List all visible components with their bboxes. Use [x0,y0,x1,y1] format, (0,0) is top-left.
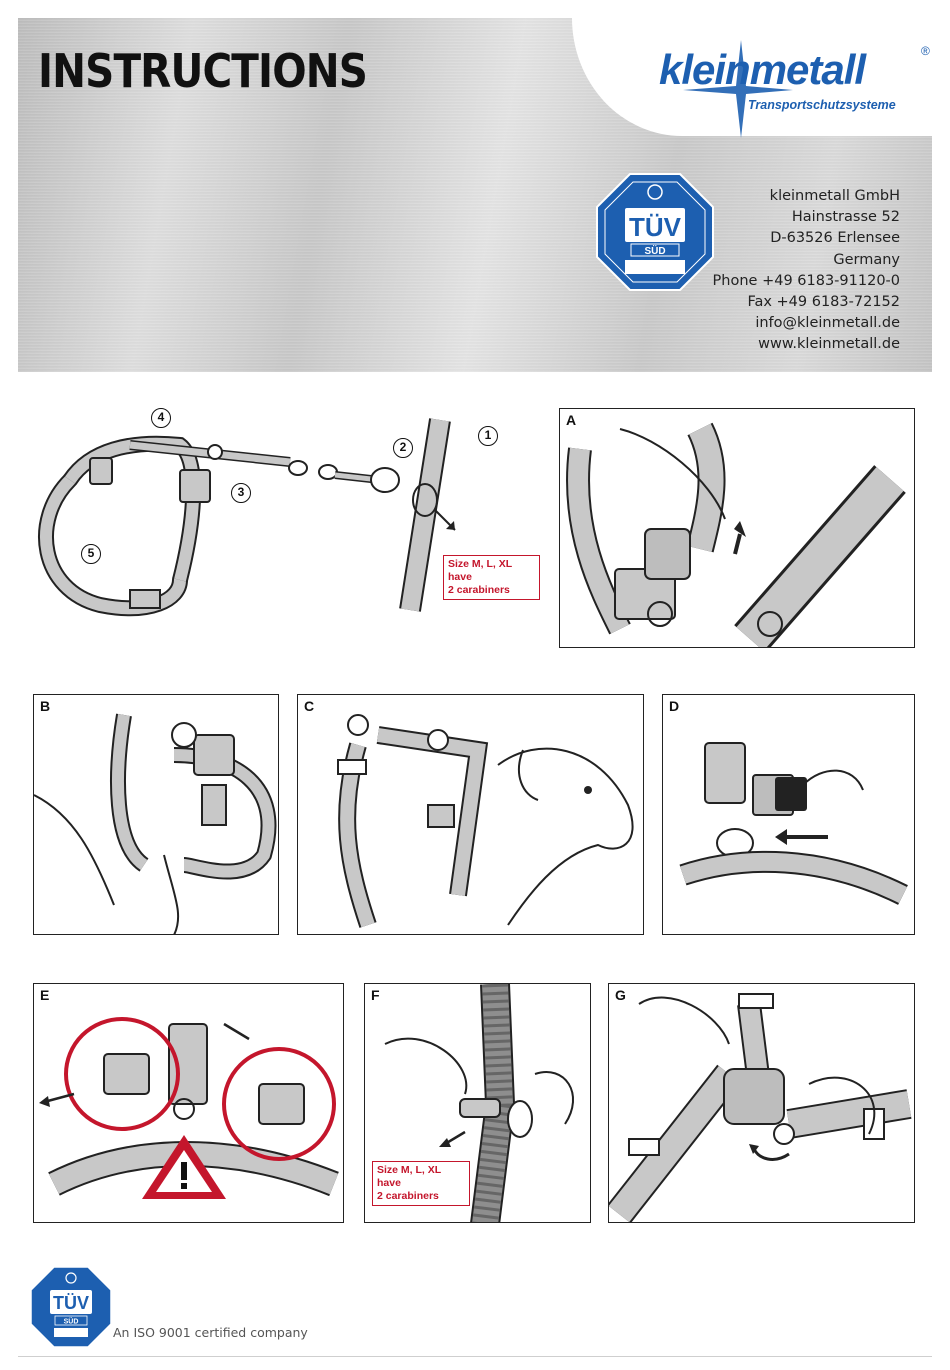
note-line: 2 carabiners [448,584,510,596]
fax-number: Fax +49 6183-72152 [747,294,900,311]
panel-a-illustration [566,422,906,647]
step-panel-e: E [33,983,344,1223]
step-panel-a: A [559,408,915,648]
company-address: kleinmetall GmbH Hainstrasse 52 D-63526 … [713,186,900,356]
step-number-1: 1 [478,426,498,446]
carabiner-size-note: Size M, L, XL have 2 carabiners [443,555,540,600]
panel-label: E [40,987,50,1003]
panel-label: C [304,698,315,714]
step-panel-f: Size M, L, XL have 2 carabiners F [364,983,591,1223]
panel-d-illustration [679,742,908,905]
svg-text:TÜV: TÜV [629,212,682,242]
warning-triangle-icon [142,1135,226,1199]
step-number-3: 3 [231,483,251,503]
iso-certification-text: An ISO 9001 certified company [113,1325,308,1340]
header-band: INSTRUCTIONS kleinmetall ® Transportschu… [18,18,932,372]
panel-g-illustration [609,993,912,1222]
brand-tagline: Transportschutzsysteme [748,98,896,112]
address-line: Hainstrasse 52 [791,209,900,226]
svg-text:TÜV: TÜV [53,1293,89,1313]
bottom-divider [18,1356,932,1357]
brand-registered-mark: ® [921,44,930,58]
panel-label: B [40,698,51,714]
step-panel-g: G [608,983,915,1223]
note-line: Size M, L, XL have [448,558,512,583]
brand-star-icon [683,40,793,138]
phone-number: Phone +49 6183-91120-0 [712,272,900,289]
tuv-sued-seal-icon: TÜV SÜD [596,173,714,291]
step-number-4: 4 [151,408,171,428]
tuv-iso-seal-icon: TÜV SÜD [30,1266,112,1348]
carabiner-size-note-f: Size M, L, XL have 2 carabiners [372,1161,470,1206]
address-line: D-63526 Erlensee [770,230,900,247]
harness-overview-illustration [38,418,456,617]
step-number-5: 5 [81,544,101,564]
note-line: Size M, L, XL have [377,1164,441,1189]
address-line: Germany [833,251,900,268]
step-panel-c: C [297,694,644,935]
warning-circle-right [222,1047,336,1161]
panel-label: F [371,987,380,1003]
page-title: INSTRUCTIONS [38,44,368,98]
warning-circle-left [64,1017,180,1131]
brand-logo: kleinmetall ® Transportschutzsysteme [643,38,932,138]
svg-text:SÜD: SÜD [644,244,665,257]
email-link[interactable]: info@kleinmetall.de [755,315,900,332]
step-number-2: 2 [393,438,413,458]
website-link[interactable]: www.kleinmetall.de [758,336,900,353]
step-panel-b: B [33,694,279,935]
note-line: 2 carabiners [377,1190,439,1202]
logo-panel [572,18,932,136]
panel-b-illustration [34,713,277,934]
panel-label: G [615,987,626,1003]
brand-name: kleinmetall [659,46,866,93]
panel-c-illustration [337,714,634,928]
overview-diagram: 4 2 1 3 5 Size M, L, XL have 2 carabiner… [30,400,550,640]
step-panel-d: D [662,694,915,935]
panel-label: D [669,698,680,714]
panel-label: A [566,412,577,428]
address-line: kleinmetall GmbH [769,188,900,204]
panel-f-illustration [384,984,575,1222]
svg-text:SÜD: SÜD [64,1317,79,1326]
